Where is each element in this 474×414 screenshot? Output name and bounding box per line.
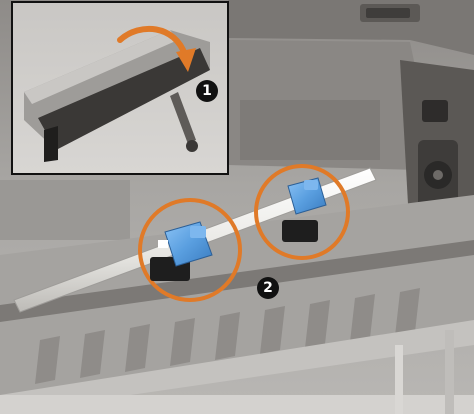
highlight-ring-left: [138, 198, 242, 302]
platen-edge: [0, 240, 474, 322]
left-blue-roll-holder: [150, 221, 213, 281]
step-1-badge: 1: [196, 80, 218, 102]
platen-ribs: [35, 288, 420, 384]
back-wall-panel: [240, 100, 380, 160]
rotate-arrow-icon: [117, 25, 196, 72]
step-2-badge: 2: [257, 277, 279, 299]
front-lip: [0, 320, 474, 414]
control-panel-screen: [366, 8, 410, 18]
inset-detail-panel: [11, 1, 229, 175]
stand-leg-right: [445, 330, 454, 414]
right-blue-roll-holder: [282, 177, 327, 242]
left-panel: [0, 180, 130, 240]
front-floor: [0, 395, 474, 414]
gear-hub: [433, 170, 443, 180]
highlight-ring-right: [254, 164, 350, 260]
stand-leg-left: [395, 345, 403, 414]
right-latch: [422, 100, 448, 122]
platen-deck: [0, 195, 474, 400]
